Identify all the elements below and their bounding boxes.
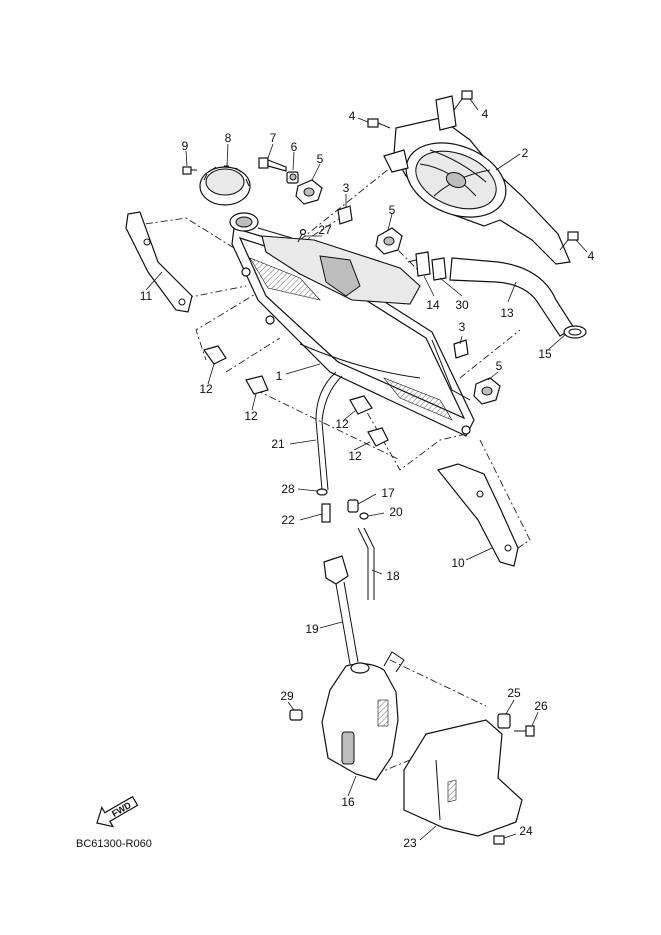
fwd-arrow-icon: FWD: [96, 795, 139, 828]
bolt-part-4: [367, 90, 579, 251]
part-label-4: 4: [588, 249, 595, 263]
part-label-5: 5: [389, 203, 396, 217]
part-label-12: 12: [199, 382, 213, 396]
part-label-1: 1: [276, 369, 283, 383]
bolt-part-7: [258, 157, 287, 172]
figure-code: BC61300-R060: [76, 838, 152, 850]
part-label-19: 19: [305, 622, 319, 636]
part-label-24: 24: [519, 824, 533, 838]
collar-part-29: [289, 709, 303, 721]
breather-hose-part-18: [357, 527, 375, 600]
part-label-8: 8: [225, 131, 232, 145]
part-label-18: 18: [386, 569, 400, 583]
collar-part-25: [497, 713, 511, 729]
cap-part-17: [347, 499, 359, 513]
reservoir-cover-part: [403, 719, 523, 837]
part-label-26: 26: [534, 699, 548, 713]
bolt-part-26: [514, 725, 535, 737]
part-label-13: 13: [500, 306, 514, 320]
screw-part-9: [182, 166, 197, 175]
fan-assembly-part: [383, 95, 571, 265]
part-label-4: 4: [349, 109, 356, 123]
fitting-part-22: [321, 503, 331, 523]
part-label-28: 28: [281, 482, 295, 496]
overflow-hose-part-21: [315, 371, 343, 491]
part-label-22: 22: [281, 513, 295, 527]
screw-part-27: [297, 228, 307, 243]
part-labels: 1 2 3 3 4 4 4 5 5 5 6 7 8 9 10 11 12 12 …: [140, 107, 595, 850]
part-label-17: 17: [381, 486, 395, 500]
part-label-14: 14: [426, 298, 440, 312]
part-label-5: 5: [317, 152, 324, 166]
radiator-hose-part: [449, 257, 575, 337]
collar-part-6: [286, 171, 299, 184]
right-bracket-part: [436, 463, 519, 567]
screw-part-24: [493, 835, 505, 845]
radiator-cap-part: [199, 165, 293, 239]
part-label-25: 25: [507, 686, 521, 700]
part-label-10: 10: [451, 556, 465, 570]
part-label-27: 27: [318, 223, 332, 237]
part-label-12: 12: [335, 417, 349, 431]
radiator-part: [231, 227, 475, 437]
hose-clamp-part-15: [563, 325, 587, 339]
part-label-6: 6: [291, 140, 298, 154]
leader-lines: [145, 98, 588, 841]
part-label-16: 16: [341, 795, 355, 809]
part-label-3: 3: [343, 181, 350, 195]
clamp-part-30: [431, 257, 447, 281]
rivet-part-12: [203, 345, 389, 447]
o-ring-part-28: [316, 488, 328, 496]
part-label-12: 12: [348, 449, 362, 463]
part-label-11: 11: [140, 289, 153, 303]
part-label-2: 2: [522, 146, 529, 160]
left-bracket-part: [125, 211, 193, 313]
part-label-7: 7: [270, 131, 277, 145]
part-label-12: 12: [244, 409, 258, 423]
reservoir-hose-part-19: [323, 555, 359, 665]
part-label-5: 5: [496, 359, 503, 373]
part-label-4: 4: [482, 107, 489, 121]
part-label-29: 29: [280, 689, 294, 703]
part-label-23: 23: [403, 836, 417, 850]
part-label-20: 20: [389, 505, 403, 519]
part-label-15: 15: [538, 347, 552, 361]
part-label-9: 9: [182, 139, 189, 153]
o-ring-part-20: [359, 512, 369, 520]
part-label-21: 21: [271, 437, 285, 451]
coolant-reservoir-part: [321, 651, 405, 781]
part-label-3: 3: [459, 320, 466, 334]
clamp-part-14: [407, 251, 431, 277]
part-label-30: 30: [455, 298, 469, 312]
grommet-part-5: [295, 179, 501, 405]
